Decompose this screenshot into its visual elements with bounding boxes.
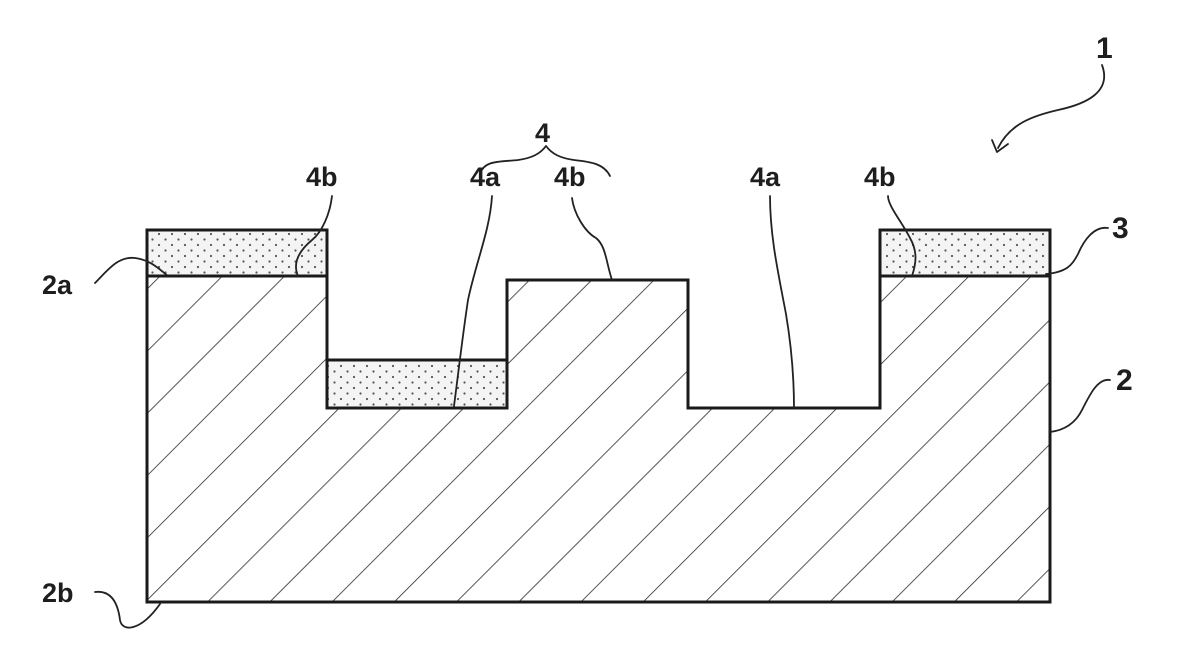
label-substrate-bottom: 2b — [42, 578, 74, 608]
leader-2 — [1049, 379, 1111, 433]
label-coating: 3 — [1112, 212, 1129, 245]
leader-lines — [94, 64, 1111, 629]
leader-2b — [94, 591, 161, 629]
label-device: 1 — [1096, 32, 1113, 65]
coating-left — [145, 228, 329, 278]
leader-4a-center — [453, 195, 493, 407]
leader-device-arrow — [997, 64, 1105, 149]
label-pattern: 4 — [535, 118, 550, 148]
coating-center — [325, 358, 509, 410]
leader-4b-center — [571, 197, 613, 281]
reference-labels: 1 4 4b 4a 4b 4a 4b 3 2a 2 2b — [42, 32, 1133, 608]
coating-right — [878, 228, 1052, 278]
label-top-face-right: 4b — [864, 162, 896, 192]
leader-device-arrowhead — [991, 139, 1009, 153]
label-bottom-face: 4a — [750, 162, 781, 192]
label-substrate: 2 — [1116, 364, 1133, 397]
leader-2a — [94, 257, 169, 284]
label-substrate-top: 2a — [42, 270, 73, 300]
label-pattern-top-left: 4b — [554, 162, 586, 192]
label-pattern-bottom-left: 4a — [470, 162, 501, 192]
substrate-body — [145, 274, 1052, 604]
leader-4b-right — [887, 195, 917, 277]
brace-4 — [479, 145, 611, 177]
leader-4a-right — [769, 195, 795, 409]
leader-3 — [1045, 227, 1109, 275]
label-top-face-outer-left: 4b — [306, 162, 338, 192]
leader-4b-outer-left — [295, 195, 333, 277]
